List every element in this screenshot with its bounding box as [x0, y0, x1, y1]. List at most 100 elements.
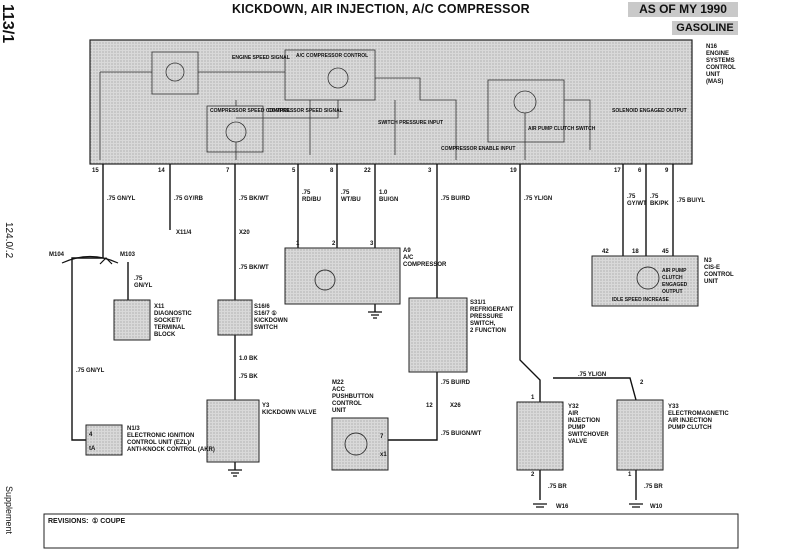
n3-inner: AIR PUMP CLUTCH ENGAGED OUTPUT — [662, 268, 688, 295]
wire-15 — [71, 164, 104, 441]
wire-6-label: .75 BK/PK — [650, 194, 669, 207]
m22-line-4: CONTROL — [332, 401, 362, 407]
n3-line-3: CONTROL — [704, 272, 734, 278]
wire-y33-bot-label: .75 BR — [644, 484, 663, 490]
y33-pin-1: 1 — [628, 472, 632, 478]
fuel-badge: GASOLINE — [672, 21, 738, 35]
m22-box — [331, 417, 389, 471]
m22-line-1: M22 — [332, 380, 344, 386]
s31-line-3: PRESSURE — [470, 314, 504, 320]
wire-s31-down — [388, 372, 438, 441]
y3-box — [206, 399, 260, 463]
y3-line-2: KICKDOWN VALVE — [262, 410, 317, 416]
n16-comp-enable: COMPRESSOR ENABLE INPUT — [441, 146, 516, 152]
n3-line-2: CIS-E — [704, 265, 721, 271]
page-title: KICKDOWN, AIR INJECTION, A/C COMPRESSOR — [232, 2, 530, 16]
n1-box — [85, 424, 123, 456]
a9-pin-2: 2 — [332, 241, 336, 247]
pin-5: 5 — [292, 168, 296, 174]
s31-box — [408, 297, 468, 373]
revisions-label: REVISIONS: — [48, 518, 89, 525]
x11-line-5: BLOCK — [154, 332, 176, 338]
wire-left-label: .75 GN/YL — [76, 368, 105, 374]
w16-label: W16 — [556, 504, 569, 510]
wire-y32-top-label: .75 YL/GN — [578, 372, 607, 378]
y32-line-4: PUMP — [568, 425, 586, 431]
m22-pin-x1: x1 — [380, 452, 387, 458]
supplement-label: Supplement — [4, 486, 14, 535]
n16-line-4: UNIT — [706, 72, 720, 78]
x11-line-2: DIAGNOSTIC — [154, 311, 192, 317]
n1-pin-4: 4 — [89, 432, 93, 438]
ground-symbols — [228, 311, 643, 508]
m22-line-2: ACC — [332, 387, 345, 393]
y32-line-1: Y32 — [568, 404, 579, 410]
s16-line-2: S16/7 ① — [254, 311, 277, 317]
n2-box — [591, 255, 699, 307]
pin-17: 17 — [614, 168, 621, 174]
n16-line-2: SYSTEMS — [706, 58, 735, 64]
wire-y33-feed — [553, 377, 637, 401]
module-n16-internals — [99, 49, 591, 160]
y33-pin-2: 2 — [640, 380, 644, 386]
y33-line-3: AIR INJECTION — [668, 418, 713, 424]
a9-pin-3: 3 — [370, 241, 374, 247]
wire-17-label: .75 GY/WT — [627, 194, 647, 207]
s31-line-4: SWITCH, — [470, 321, 496, 327]
pin-7: 7 — [226, 168, 230, 174]
pin-19: 19 — [510, 168, 517, 174]
y32-line-6: VALVE — [568, 439, 588, 445]
wire-19-label: .75 YL/GN — [524, 196, 553, 202]
n1-line-3: CONTROL UNIT (EZL)/ — [127, 440, 191, 446]
connector-m104-m103 — [61, 255, 119, 264]
n16-air-pump: AIR PUMP CLUTCH SWITCH — [528, 126, 596, 132]
wire-14-label: .75 GY/RB — [174, 196, 204, 202]
s16-line-1: S16/6 — [254, 304, 270, 310]
wire-5-label: .75 RD/BU — [302, 190, 321, 203]
x11-line-3: SOCKET/ — [154, 318, 181, 324]
x11-4-label: X11/4 — [176, 230, 192, 236]
n1-line-1: N1/3 — [127, 426, 140, 432]
pin-3: 3 — [428, 168, 432, 174]
n16-code: N16 — [706, 44, 718, 50]
n16-line-5: (MAS) — [706, 79, 724, 85]
wire-8-label: .75 WT/BU — [341, 190, 361, 203]
n16-line-1: ENGINE — [706, 51, 730, 57]
s31-line-5: 2 FUNCTION — [470, 328, 506, 334]
m22-pin-7: 7 — [380, 434, 384, 440]
wire-kick-mid-label: .75 BK/WT — [239, 265, 269, 271]
n16-switch-pressure: SWITCH PRESSURE INPUT — [378, 120, 444, 126]
module-n16-box — [89, 39, 693, 165]
pin-15: 15 — [92, 168, 99, 174]
n16-engine-speed: ENGINE SPEED SIGNAL — [232, 55, 290, 61]
a9-box — [284, 247, 401, 305]
pin-6: 6 — [638, 168, 642, 174]
pin-14: 14 — [158, 168, 165, 174]
y33-line-4: PUMP CLUTCH — [668, 425, 712, 431]
wire-lines — [71, 164, 674, 500]
s31-line-1: S31/1 — [470, 300, 486, 306]
n3-line-1: N3 — [704, 258, 712, 264]
model-code: 124.0/.2 — [3, 222, 14, 259]
wire-x26-label: .75 BU/GN/WT — [441, 431, 482, 437]
as-of-badge: AS OF MY 1990 — [628, 2, 738, 17]
wire-kick-low-label: 1.0 BK — [239, 356, 258, 362]
w10-label: W10 — [650, 504, 663, 510]
x11-line-4: TERMINAL — [154, 325, 185, 331]
wire-7-label: .75 BK/WT — [239, 196, 269, 202]
y33-line-2: ELECTROMAGNETIC — [668, 411, 729, 417]
a9-line-3: COMPRESSOR — [403, 262, 447, 268]
s16-line-3: KICKDOWN — [254, 318, 288, 324]
n16-comp-speed: COMPRESSOR SPEED CONTROL — [210, 108, 291, 114]
n16-ac-comp: A/C COMPRESSOR CONTROL — [296, 53, 369, 59]
x26-label: X26 — [450, 403, 461, 409]
page-code: 113/1 — [0, 4, 16, 44]
wire-19 — [519, 164, 541, 402]
wire-y32-bot-label: .75 BR — [548, 484, 567, 490]
y32-line-3: INJECTION — [568, 418, 601, 424]
y32-pin-2: 2 — [531, 472, 535, 478]
wire-s31-label: .75 BU/RD — [441, 380, 471, 386]
y33-box — [616, 399, 664, 471]
